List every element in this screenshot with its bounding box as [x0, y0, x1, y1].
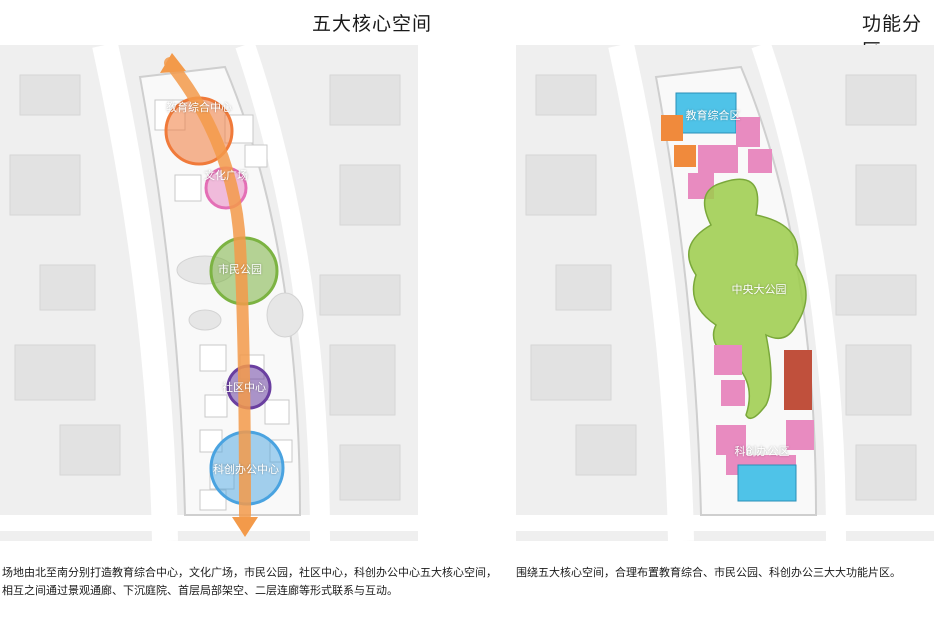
zoning-map: 教育综合区 中央大公园 科创办公区 [516, 45, 934, 541]
park-label: 市民公园 [218, 263, 262, 276]
zone-office-label: 科创办公区 [734, 445, 790, 458]
core-spaces-map-drawing [0, 45, 418, 541]
zone-education-label: 教育综合区 [685, 109, 741, 122]
central-park-zone [688, 178, 807, 420]
left-caption: 场地由北至南分别打造教育综合中心，文化广场，市民公园，社区中心，科创办公中心五大… [2, 566, 497, 597]
community-label: 社区中心 [222, 381, 266, 394]
office-zone [714, 345, 814, 502]
office-label: 科创办公中心 [213, 463, 279, 476]
culture-label: 文化广场 [204, 169, 248, 182]
right-caption: 围绕五大核心空间，合理布置教育综合、市民公园、科创办公三大大功能片区。 [516, 566, 901, 579]
zone-park-label: 中央大公园 [731, 283, 787, 296]
core-spaces-map: 教育综合中心 文化广场 市民公园 社区中心 科创办公中心 [0, 45, 418, 541]
axis-arrow [164, 57, 251, 521]
education-label: 教育综合中心 [166, 101, 232, 114]
zoning-map-drawing [516, 45, 934, 541]
left-title: 五大核心空间 [312, 13, 433, 35]
